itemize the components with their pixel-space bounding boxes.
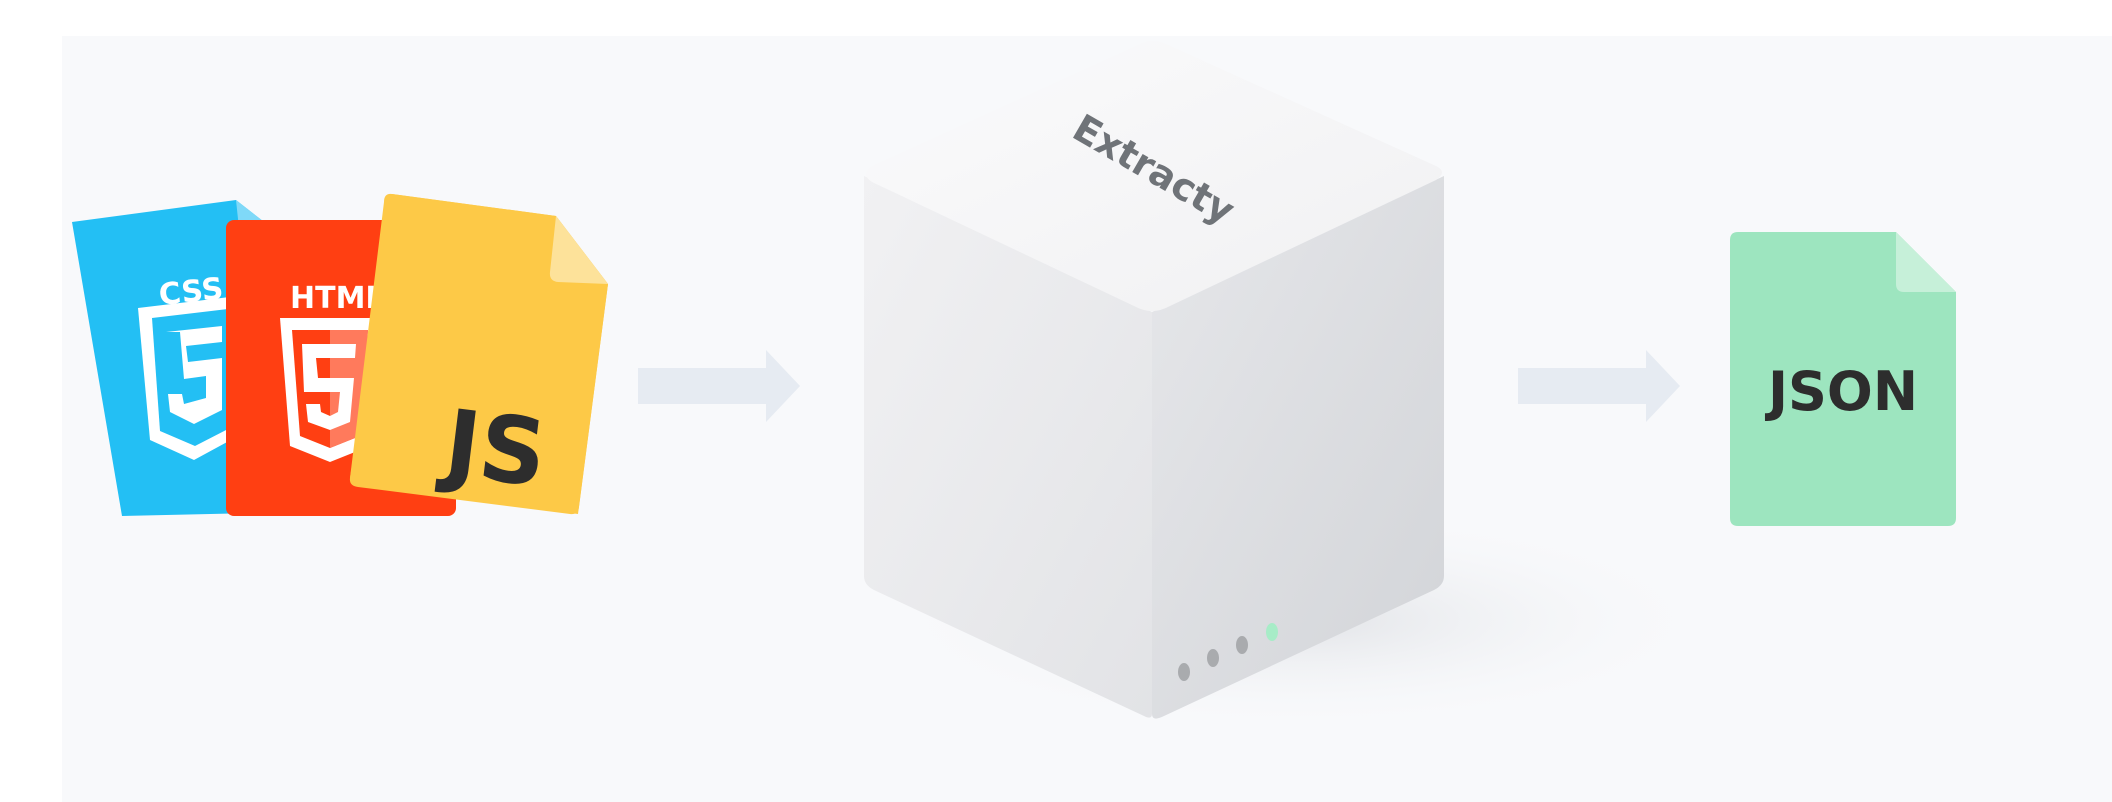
cube-left-face: [864, 176, 1152, 718]
status-light-on: [1266, 623, 1278, 641]
js-badge: JS: [433, 389, 552, 508]
js-file-icon: JS: [349, 193, 608, 515]
css-badge: CSS: [157, 271, 225, 313]
json-badge: JSON: [1764, 360, 1918, 423]
arrow-right-icon: [1518, 350, 1680, 422]
arrow-right-icon: [638, 350, 800, 422]
css3-shield-icon: [138, 296, 240, 460]
status-light-off: [1207, 649, 1219, 667]
html5-shield-icon: [280, 318, 380, 462]
extracty-cube: Extracty: [864, 41, 1720, 730]
status-light-off: [1178, 663, 1190, 681]
cube-top-face: [866, 41, 1442, 311]
cube-right-face: [1152, 176, 1444, 719]
json-file-icon: JSON: [1730, 232, 1956, 526]
html-badge: HTML: [290, 281, 385, 316]
status-lights: [1178, 623, 1278, 681]
status-light-off: [1236, 636, 1248, 654]
